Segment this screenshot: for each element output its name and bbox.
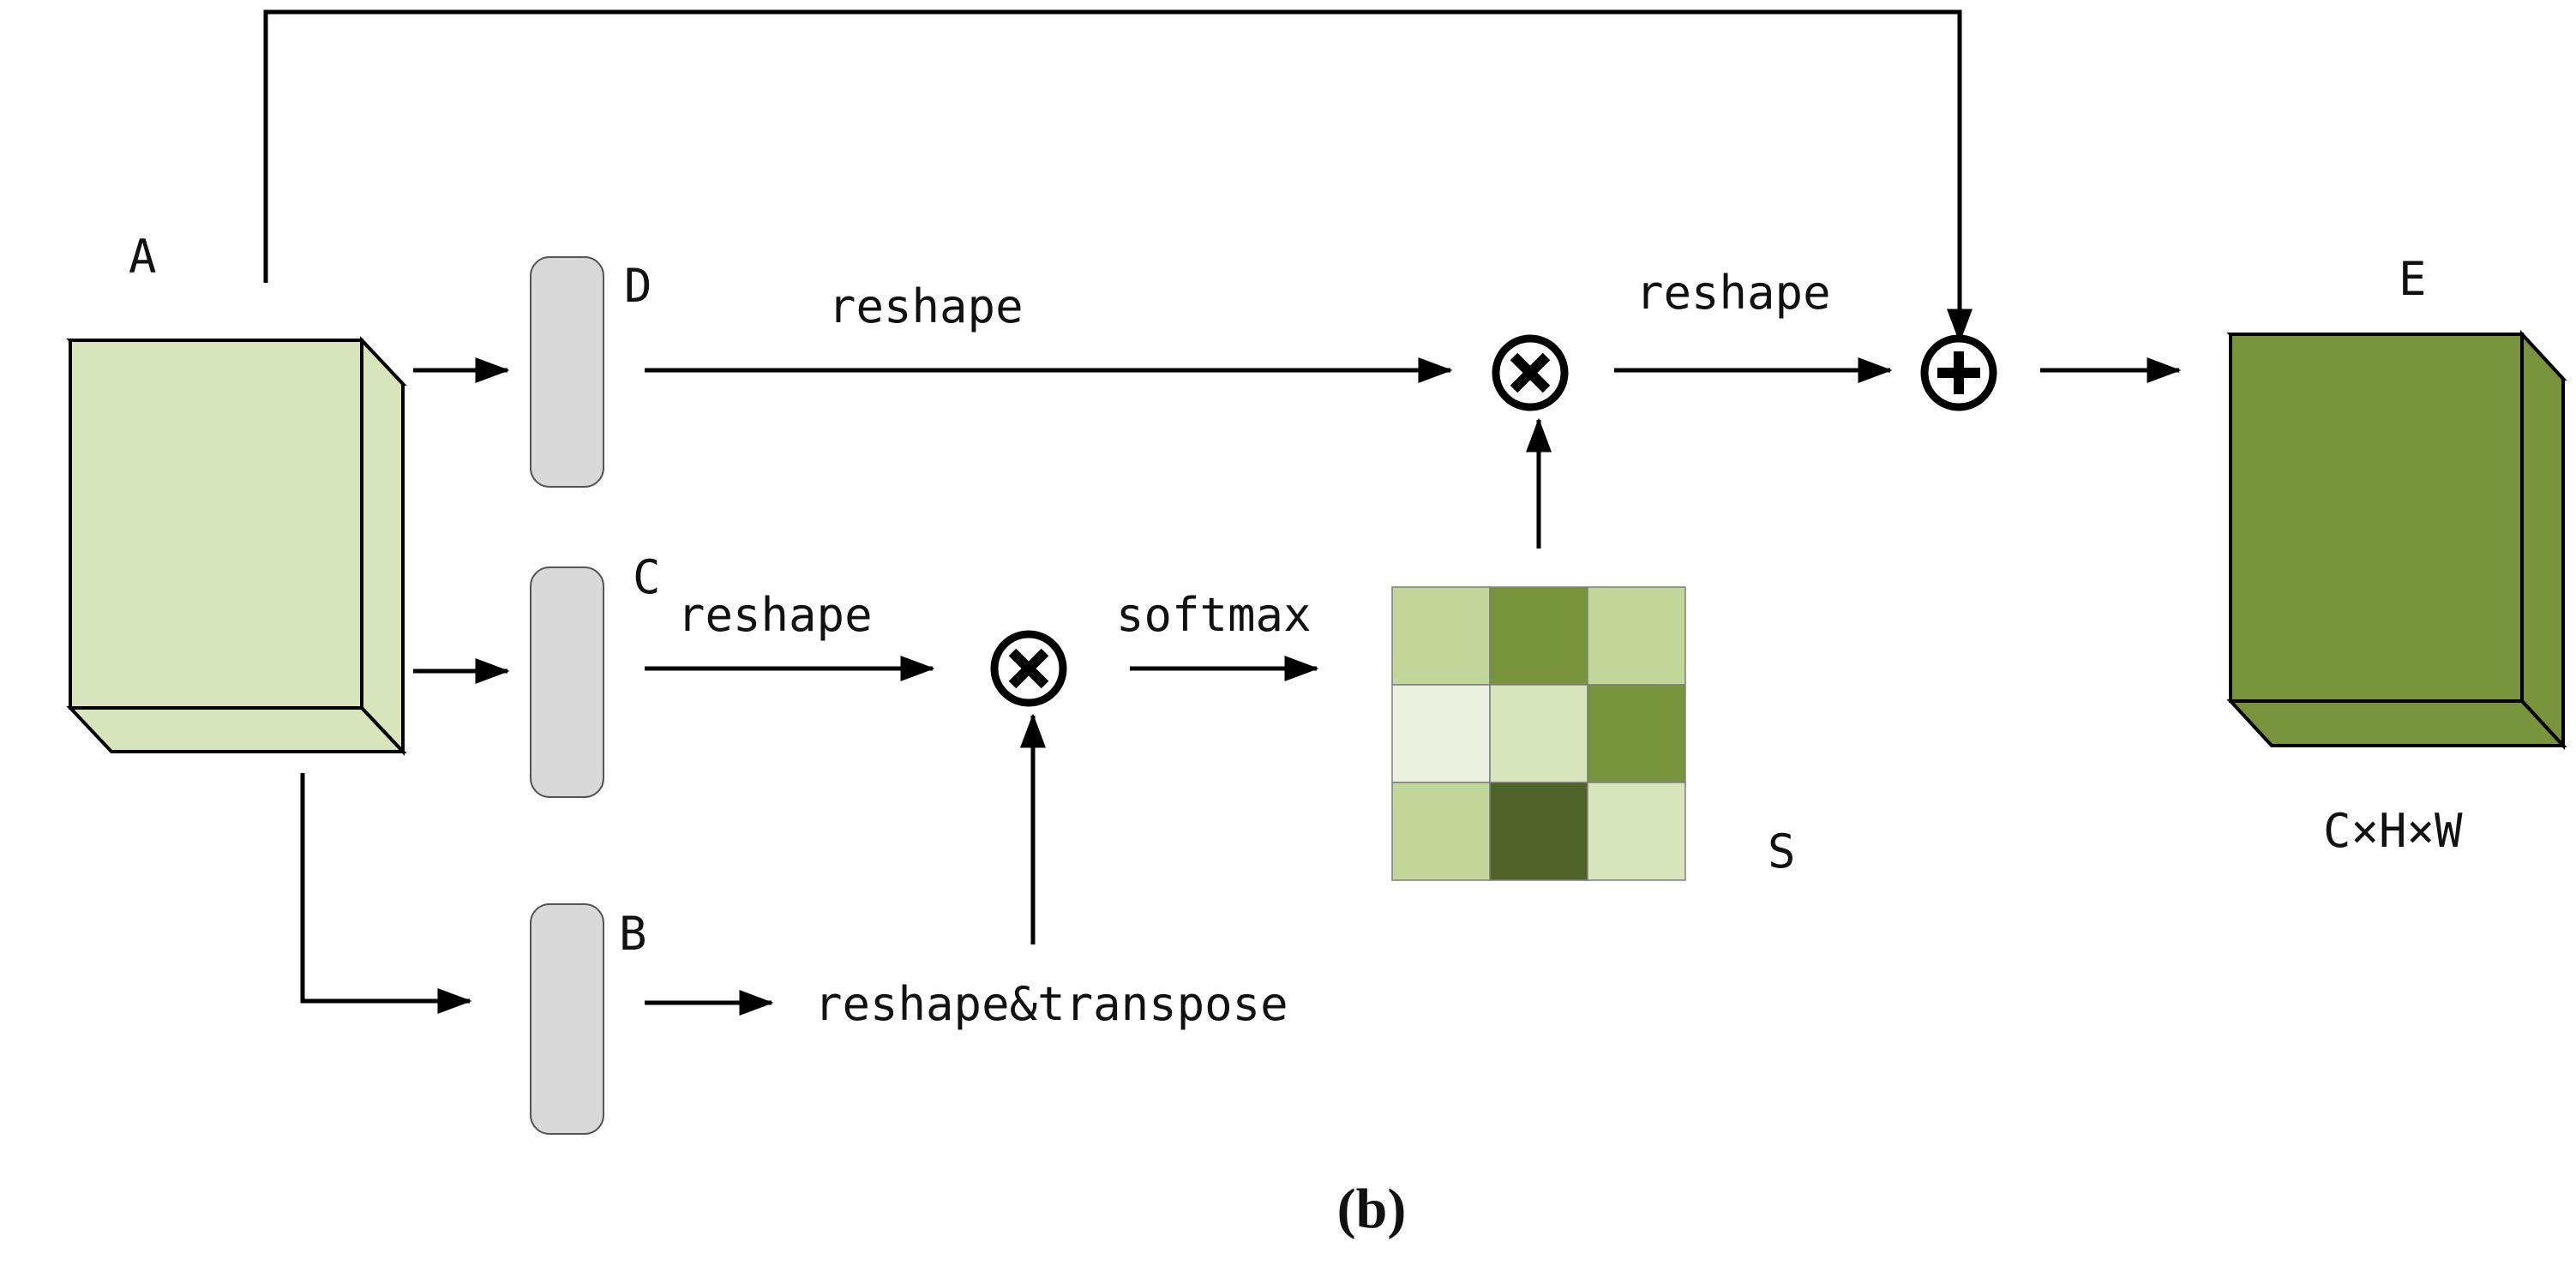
label-a: A <box>129 230 157 284</box>
feature-map-e-front <box>2229 333 2524 703</box>
edge-label-reshape-out: reshape <box>1636 266 1831 320</box>
feature-map-e <box>2226 329 2567 751</box>
label-s: S <box>1768 824 1796 878</box>
conv-block-c <box>530 567 604 798</box>
label-b: B <box>619 907 647 961</box>
matrix-cell-1-0 <box>1391 684 1491 783</box>
figure-caption: (b) <box>1337 1178 1407 1240</box>
arrow-a-to-b <box>300 773 472 1014</box>
conv-block-b <box>530 903 604 1135</box>
feature-map-e-bottom <box>2226 699 2567 747</box>
edge-label-reshape-d: reshape <box>828 279 1024 333</box>
feature-map-a <box>66 335 407 757</box>
add-op <box>1920 334 1997 411</box>
edge-label-softmax: softmax <box>1116 588 1312 642</box>
edge-label-reshape-transpose: reshape&transpose <box>814 977 1288 1031</box>
edge-label-reshape-c: reshape <box>677 588 873 642</box>
feature-map-a-side <box>360 335 405 757</box>
label-e: E <box>2399 252 2427 306</box>
matrix-cell-1-1 <box>1489 684 1588 783</box>
dimension-label: C×H×W <box>2323 804 2463 858</box>
label-d: D <box>624 259 652 313</box>
matrix-cell-2-0 <box>1391 782 1491 881</box>
attention-matrix-s <box>1391 586 1686 881</box>
matrix-cell-0-0 <box>1391 586 1491 686</box>
conv-block-d <box>530 256 604 488</box>
multiply-op-middle <box>990 630 1067 707</box>
multiply-op-top <box>1492 334 1569 411</box>
matrix-cell-2-2 <box>1587 782 1686 881</box>
label-c: C <box>633 550 661 604</box>
skip-connection <box>263 9 1973 344</box>
feature-map-e-side <box>2520 329 2565 751</box>
feature-map-a-front <box>69 339 363 710</box>
feature-map-a-bottom <box>66 706 407 753</box>
matrix-cell-2-1 <box>1489 782 1588 881</box>
matrix-cell-0-1 <box>1489 586 1588 686</box>
matrix-cell-1-2 <box>1587 684 1686 783</box>
matrix-cell-0-2 <box>1587 586 1686 686</box>
